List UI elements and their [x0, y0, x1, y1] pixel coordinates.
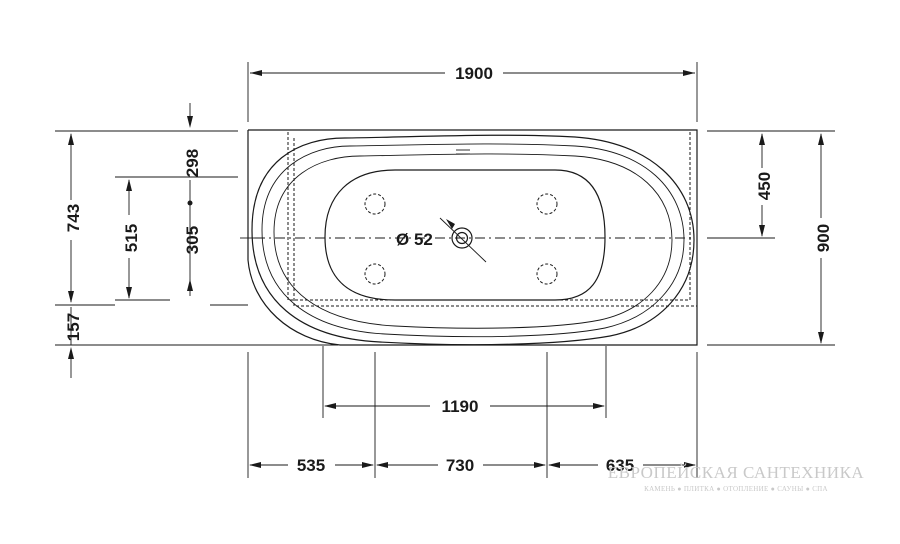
dim-label-900: 900 — [814, 224, 833, 252]
jet-nozzle — [536, 263, 558, 285]
dim-1190: 1190 — [324, 397, 605, 416]
tub-outer-curve — [247, 130, 341, 346]
bathtub-body — [247, 129, 698, 346]
dim-label-305: 305 — [183, 226, 202, 254]
dim-515: 515 — [122, 179, 141, 299]
dim-overall-length: 1900 — [247, 62, 698, 122]
dim-label-515: 515 — [122, 224, 141, 252]
drain-icon — [439, 217, 487, 263]
tub-outer-frame — [248, 129, 698, 346]
dim-label-1900: 1900 — [455, 64, 493, 83]
right-extension-lines — [707, 130, 835, 346]
tub-rim-inner-2 — [273, 153, 673, 329]
dim-label-635: 635 — [606, 456, 634, 475]
overflow-mark — [456, 149, 470, 155]
dim-157: 157 — [64, 307, 83, 378]
dim-900: 900 — [814, 133, 833, 344]
tub-rim-oval — [251, 134, 695, 346]
basin-frame-dotted — [287, 132, 691, 301]
jet-nozzle — [364, 263, 386, 285]
dim-label-1190: 1190 — [442, 397, 479, 416]
tub-rim-inner — [261, 143, 685, 338]
dim-label-450: 450 — [755, 172, 774, 200]
left-extension-lines — [55, 103, 338, 346]
watermark-subtext: КАМЕНЬ ● ПЛИТКА ● ОТОПЛЕНИЕ ● САУНЫ ● СП… — [644, 485, 828, 493]
dim-label-298: 298 — [183, 149, 202, 177]
dim-label-743: 743 — [64, 204, 83, 232]
jet-nozzle — [364, 193, 386, 215]
dim-label-157: 157 — [64, 313, 83, 341]
basin-floor — [324, 169, 606, 301]
dim-label-730: 730 — [446, 456, 474, 475]
dim-450: 450 — [755, 133, 774, 237]
dim-label-535: 535 — [297, 456, 325, 475]
dim-305: 305 — [183, 226, 202, 291]
dim-743: 743 — [64, 133, 83, 303]
bottom-extension-lines — [247, 346, 698, 478]
dim-298: 298 — [183, 116, 202, 206]
drain-diameter-label: Ø 52 — [396, 230, 433, 249]
watermark-text: ЕВРОПЕЙСКАЯ САНТЕХНИКА — [608, 463, 865, 482]
jet-nozzle — [536, 193, 558, 215]
basin-frame-dotted-outer — [293, 138, 697, 307]
dim-bottom-chain: 535 730 635 — [249, 456, 696, 475]
